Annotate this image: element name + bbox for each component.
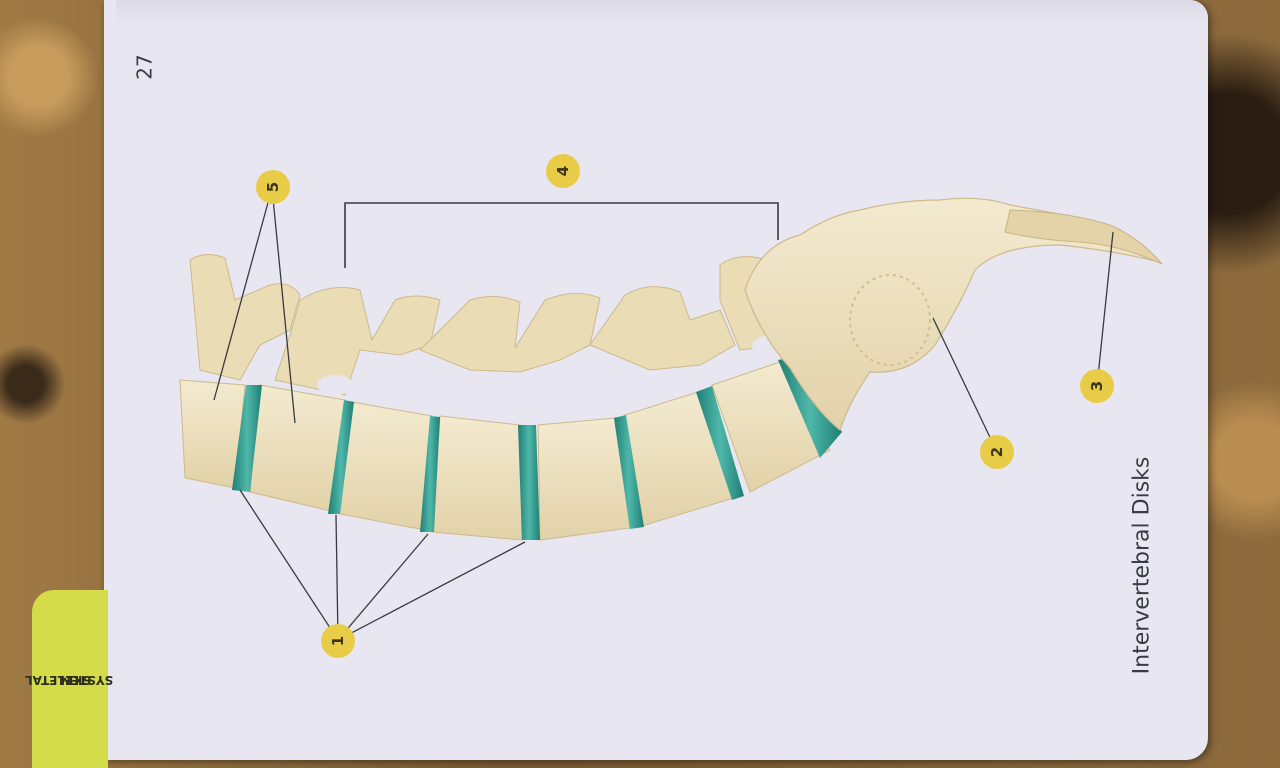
card-caption: Intervertebral Disks [1122,430,1162,700]
intervertebral-disks [232,356,842,540]
callout-marker-2: 2 [980,435,1014,469]
callout-4-text: 4 [554,165,572,177]
leader-lines [213,187,1114,641]
callout-1-text: 1 [329,635,347,647]
coccyx [1004,209,1163,265]
caption-text: Intervertebral Disks [1129,456,1155,674]
bracket-4 [344,202,779,268]
callout-3-text: 3 [1088,380,1106,392]
callout-marker-5: 5 [256,170,290,204]
section-tab [32,590,108,768]
sacral-texture [849,274,931,366]
callout-marker-4: 4 [546,154,580,188]
card-top-edge [116,0,1208,30]
callout-2-text: 2 [988,446,1006,458]
callout-5-text: 5 [264,181,282,193]
sacrum [744,197,1161,432]
callout-marker-1: 1 [321,624,355,658]
callout-marker-3: 3 [1080,369,1114,403]
vertebral-bodies [179,361,831,541]
